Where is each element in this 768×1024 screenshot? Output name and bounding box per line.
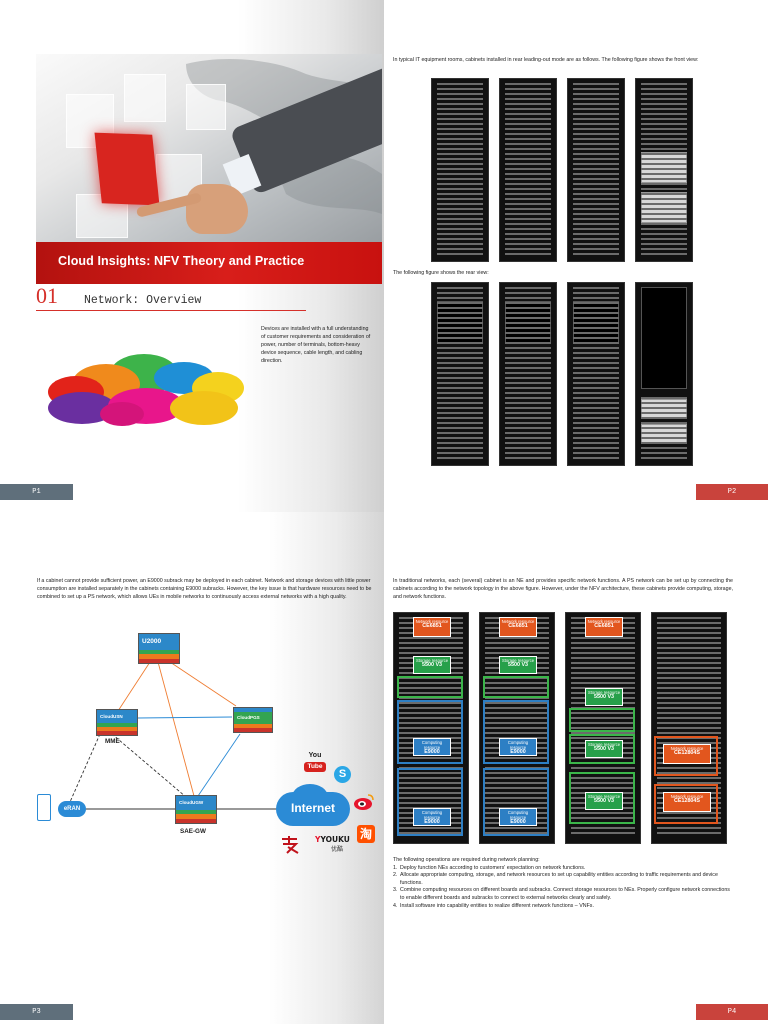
rear-rack-4 — [635, 282, 693, 466]
front-view-caption: In typical IT equipment rooms, cabinets … — [393, 57, 699, 63]
alipay-icon — [282, 836, 299, 854]
section-title: Network: Overview — [84, 294, 202, 307]
rear-view-caption: The following figure shows the rear view… — [393, 270, 489, 276]
front-rack-1 — [431, 78, 489, 262]
weibo-icon — [354, 794, 374, 810]
youku-sub: 优酷 — [331, 846, 344, 853]
youtube-icon: Tube — [304, 762, 326, 772]
compute-frame-top — [397, 700, 463, 764]
compute-frame-top — [483, 700, 549, 764]
internet-label: Internet — [290, 801, 335, 815]
step-item: 3.Combine computing resources on differe… — [393, 887, 731, 902]
step-item: 4.Install software into capability entit… — [393, 903, 731, 911]
step-text: Deploy function NEs according to custome… — [400, 864, 586, 871]
step-number: 4. — [393, 902, 398, 909]
network-frame — [654, 736, 718, 776]
network-topology-lines — [69, 661, 278, 810]
pointing-hand — [186, 184, 248, 234]
youku-logo: YYOUKU — [315, 835, 350, 844]
page-tag-p1: P1 — [0, 484, 73, 500]
compute-frame-bottom — [397, 768, 463, 836]
rear-rack-1 — [431, 282, 489, 466]
page-3: If a cabinet cannot provide sufficient p… — [0, 512, 384, 1024]
step-text: Allocate appropriate computing, storage,… — [400, 872, 718, 886]
u2000-node: U2000 — [138, 633, 180, 664]
step-number: 3. — [393, 887, 398, 894]
storage-frame — [569, 708, 635, 732]
section-number: 01 — [36, 283, 58, 308]
phone-icon — [37, 794, 51, 821]
page-1: Cloud Insights: NFV Theory and Practice … — [0, 0, 384, 512]
network-planning-steps: The following operations are required du… — [393, 857, 731, 910]
page-tag-p3: P3 — [0, 1004, 73, 1020]
step-text: Combine computing resources on different… — [400, 887, 730, 901]
page1-description: Devices are installed with a full unders… — [261, 326, 371, 364]
front-rack-4 — [635, 78, 693, 262]
cloudusn-node: CloudUSN — [96, 709, 138, 736]
mme-label: MME — [105, 738, 120, 745]
cloudpgs-node: CloudPGS — [233, 707, 273, 733]
section-divider — [36, 310, 306, 311]
cover-title: Cloud Insights: NFV Theory and Practice — [58, 254, 305, 268]
rear-rack-3 — [567, 282, 625, 466]
storage-frame — [397, 676, 463, 698]
youtube-logo: You — [308, 752, 322, 759]
page-tag-p2: P2 — [696, 484, 768, 500]
colored-powder-image — [48, 354, 244, 426]
rear-rack-2 — [499, 282, 557, 466]
page3-paragraph: If a cabinet cannot provide sufficient p… — [37, 578, 372, 600]
steps-intro: The following operations are required du… — [393, 857, 540, 863]
storage-frame — [569, 734, 635, 764]
page-4: In traditional networks, each (several) … — [384, 512, 768, 1024]
storage-frame — [483, 676, 549, 698]
taobao-icon: 淘 — [357, 825, 375, 843]
network-frame — [654, 784, 718, 824]
front-rack-2 — [499, 78, 557, 262]
page-tag-p4: P4 — [696, 1004, 768, 1020]
step-number: 1. — [393, 864, 398, 871]
cloudugw-node: CloudUGW — [175, 795, 217, 824]
step-item: 1.Deploy function NEs according to custo… — [393, 865, 731, 873]
storage-frame — [569, 772, 635, 824]
page-2: In typical IT equipment rooms, cabinets … — [384, 0, 768, 512]
compute-frame-bottom — [483, 768, 549, 836]
step-text: Install software into capability entitie… — [400, 902, 594, 909]
saegw-label: SAE-GW — [180, 828, 206, 835]
skype-icon: S — [334, 766, 351, 783]
step-item: 2.Allocate appropriate computing, storag… — [393, 872, 731, 887]
eran-cloud: eRAN — [58, 801, 86, 817]
red-touch-square — [94, 132, 160, 206]
page4-paragraph: In traditional networks, each (several) … — [393, 578, 733, 600]
cover-image: Cloud Insights: NFV Theory and Practice — [36, 54, 382, 284]
front-rack-3 — [567, 78, 625, 262]
step-number: 2. — [393, 872, 398, 879]
